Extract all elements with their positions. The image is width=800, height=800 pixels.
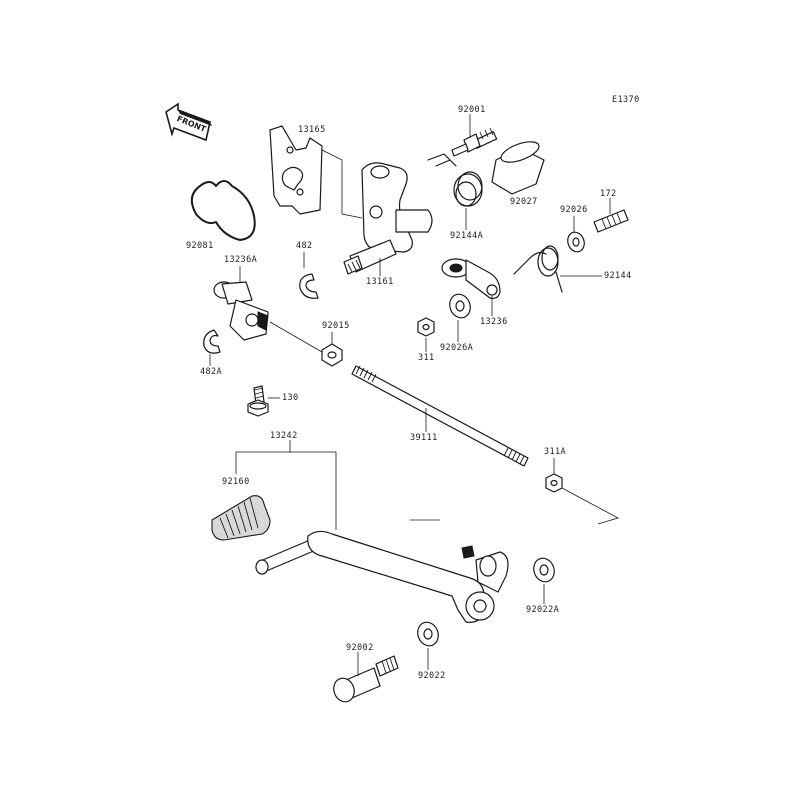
label-13165: 13165 — [298, 125, 326, 135]
part-311A-nut — [545, 473, 563, 493]
part-13236-arm — [441, 258, 501, 299]
label-482: 482 — [296, 241, 313, 251]
label-92144: 92144 — [604, 271, 632, 281]
label-92026: 92026 — [560, 205, 588, 215]
label-92002: 92002 — [346, 643, 374, 653]
part-92160-rubber — [211, 495, 271, 541]
part-13242-lever — [255, 530, 509, 623]
part-92144-spring — [513, 245, 563, 293]
part-92022-washer — [417, 621, 439, 647]
part-13236A-arm — [213, 281, 269, 341]
part-92015-nut — [321, 343, 343, 367]
part-130-bolt — [247, 385, 269, 417]
part-311-nut — [417, 317, 435, 337]
label-311A: 311A — [544, 447, 566, 457]
label-13236: 13236 — [480, 317, 508, 327]
label-92026A: 92026A — [440, 343, 473, 353]
part-172-pin — [593, 209, 629, 233]
label-92160: 92160 — [222, 477, 250, 487]
label-482A: 482A — [200, 367, 222, 377]
label-172: 172 — [600, 189, 617, 199]
leader-13242 — [235, 440, 337, 530]
part-92001-bolt — [451, 127, 498, 157]
label-13161: 13161 — [366, 277, 394, 287]
part-92022A-washer — [533, 557, 555, 583]
label-92081: 92081 — [186, 241, 214, 251]
part-13161-shift-shaft — [343, 162, 433, 275]
part-92027-collar — [491, 141, 545, 195]
part-13165-plate — [269, 125, 323, 215]
label-92001: 92001 — [458, 105, 486, 115]
label-92022: 92022 — [418, 671, 446, 681]
front-arrow-icon: FRONT — [165, 102, 212, 142]
part-482-circlip — [299, 273, 319, 299]
part-92144A-spring — [427, 153, 483, 207]
label-311: 311 — [418, 353, 435, 363]
part-482A-circlip — [203, 329, 221, 354]
part-92081-oring — [190, 180, 256, 241]
part-92026-washer — [567, 231, 585, 253]
part-92026A-washer — [449, 293, 471, 319]
label-92015: 92015 — [322, 321, 350, 331]
leader-13165 — [321, 149, 363, 219]
label-92022A: 92022A — [526, 605, 559, 615]
leader-311A-axis — [561, 487, 620, 525]
label-92144A: 92144A — [450, 231, 483, 241]
label-130: 130 — [282, 393, 299, 403]
diagram-code: E1370 — [612, 95, 640, 105]
part-92002-bolt — [333, 655, 399, 703]
label-92027: 92027 — [510, 197, 538, 207]
part-39111-rod — [351, 365, 529, 467]
label-13242: 13242 — [270, 431, 298, 441]
label-13236A: 13236A — [224, 255, 257, 265]
label-39111: 39111 — [410, 433, 438, 443]
